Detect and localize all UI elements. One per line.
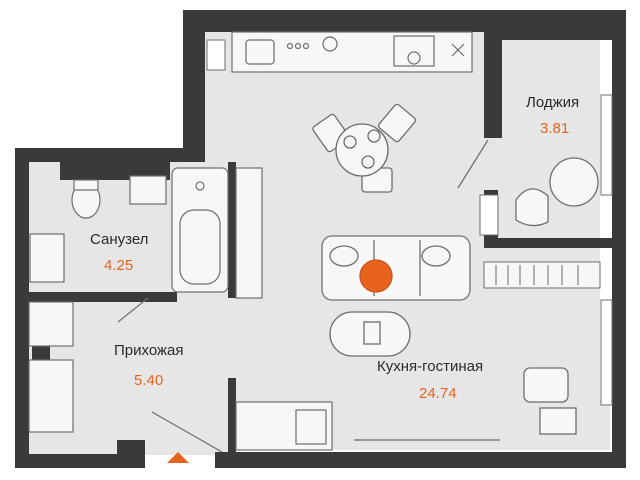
office-chair-icon xyxy=(523,367,569,403)
loggia-furniture xyxy=(515,157,599,227)
bookshelf xyxy=(483,261,601,289)
room-labels: Лоджия 3.81 Санузел 4.25 Прихожая 5.40 К… xyxy=(90,94,579,402)
pillow-icon xyxy=(421,245,451,267)
wall-bottom-stub xyxy=(117,440,145,468)
oven-icon xyxy=(393,35,435,67)
faucet-icon xyxy=(195,181,205,191)
pillow-icon xyxy=(329,245,359,267)
window-kitchen xyxy=(206,39,226,71)
plate-icon xyxy=(361,155,375,169)
bath-door-line xyxy=(117,297,149,323)
window-living xyxy=(600,299,613,406)
hob-icon xyxy=(407,51,421,65)
wardrobe-icon xyxy=(28,301,74,347)
wardrobe-icon xyxy=(28,359,74,433)
loggia-floor xyxy=(500,38,600,238)
towel-rack-icon xyxy=(235,167,263,299)
wall-top xyxy=(183,10,505,32)
room-area-living: 24.74 xyxy=(419,385,457,402)
kitchen-bottom-counter xyxy=(235,401,500,451)
door-swing-line xyxy=(457,139,489,189)
wall-bath-bottom xyxy=(29,292,177,302)
room-name-bathroom: Санузел xyxy=(90,231,148,248)
wall-loggia-top xyxy=(484,10,626,40)
dining-set xyxy=(312,103,417,193)
wall-kitchen-divider xyxy=(228,378,236,458)
window-loggia-door xyxy=(479,194,499,236)
room-area-bathroom: 4.25 xyxy=(104,257,133,274)
cat-icon xyxy=(359,259,393,293)
entry-door-line xyxy=(151,411,223,453)
sofa xyxy=(321,235,471,301)
wall-bath-right xyxy=(228,162,236,298)
wall-hall-stub xyxy=(32,346,50,360)
snowflake-icon xyxy=(451,43,465,57)
chair-icon xyxy=(377,103,417,143)
wall-right xyxy=(612,30,626,468)
coffee-table xyxy=(329,311,411,357)
wall-loggia-left xyxy=(484,10,502,138)
washer-icon xyxy=(295,409,327,445)
room-area-loggia: 3.81 xyxy=(540,120,569,137)
shelf-icon xyxy=(483,261,601,289)
wardrobe xyxy=(28,301,74,433)
laptop-icon xyxy=(539,407,577,435)
toilet-tank xyxy=(73,179,99,191)
dining-table-icon xyxy=(335,123,389,177)
plate-icon xyxy=(367,129,381,143)
washbasin-icon xyxy=(129,175,167,205)
magazine-icon xyxy=(363,321,381,345)
kitchen-counter xyxy=(231,31,473,73)
bathroom-fixtures xyxy=(29,167,263,299)
room-area-hallway: 5.40 xyxy=(134,372,163,389)
triangle-up-icon xyxy=(167,452,189,463)
window-loggia xyxy=(600,94,613,196)
burner-icon xyxy=(302,42,310,50)
wall-loggia-bottom xyxy=(484,238,612,248)
walls xyxy=(15,10,626,468)
windows xyxy=(206,39,613,406)
stove-icon xyxy=(322,36,338,52)
armchair-icon xyxy=(515,188,549,227)
room-name-hallway: Прихожая xyxy=(114,342,184,359)
room-name-loggia: Лоджия xyxy=(526,94,579,111)
room-name-living: Кухня-гостиная xyxy=(377,358,483,375)
burner-icon xyxy=(294,42,302,50)
wall-bath-top xyxy=(15,148,205,162)
round-table-icon xyxy=(549,157,599,207)
plate-icon xyxy=(343,135,357,149)
wall-bottom-left xyxy=(15,454,145,468)
sink-icon xyxy=(245,39,275,65)
washing-machine-icon xyxy=(29,233,65,283)
wall-left xyxy=(15,148,29,468)
work-area xyxy=(523,367,577,435)
burner-icon xyxy=(286,42,294,50)
wall-bottom-right xyxy=(215,452,625,468)
wall-left-upper xyxy=(183,10,205,150)
bathtub-inner xyxy=(179,209,221,285)
